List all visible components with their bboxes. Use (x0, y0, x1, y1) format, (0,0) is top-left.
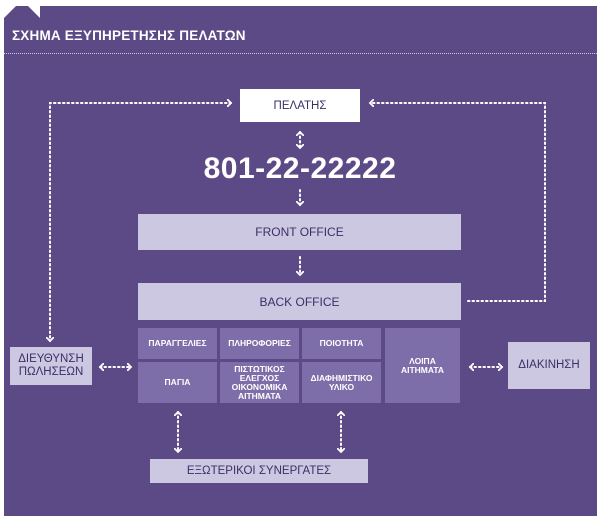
cell-advertising: ΔΙΑΦΗΜΙΣΤΙΚΟ ΥΛΙΚΟ (302, 362, 381, 403)
sales-management-box: ΔΙΕΥΘΥΝΣΗ ΠΩΛΗΣΕΩΝ (10, 347, 92, 385)
sales-management-line: ΠΩΛΗΣΕΩΝ (18, 366, 84, 378)
front-office-box: FRONT OFFICE (138, 214, 461, 250)
cell-other-requests: ΛΟΙΠΑ ΑΙΤΗΜΑΤΑ (385, 328, 460, 403)
cell-credit-line: ΟΙΚΟΝΟΜΙΚΑ (231, 381, 288, 392)
cell-credit-line: ΠΙΣΤΩΤΙΚΟΣ (234, 363, 285, 374)
cell-credit-line: ΑΙΤΗΜΑΤΑ (237, 390, 282, 401)
cell-credit-control: ΠΙΣΤΩΤΙΚΟΣ ΕΛΕΓΧΟΣ ΟΙΚΟΝΟΜΙΚΑ ΑΙΤΗΜΑΤΑ (220, 362, 299, 403)
cell-credit-line: ΕΛΕΓΧΟΣ (239, 372, 280, 383)
cell-advertising-line: ΔΙΑΦΗΜΙΣΤΙΚΟ (310, 372, 373, 383)
connector-back-customer (370, 103, 546, 302)
cell-other-line: ΑΙΤΗΜΑΤΑ (400, 364, 445, 375)
external-partners-box: ΕΞΩΤΕΡΙΚΟΙ ΣΥΝΕΡΓΑΤΕΣ (150, 459, 368, 483)
title-divider (4, 53, 597, 54)
sales-management-line: ΔΙΕΥΘΥΝΣΗ (18, 353, 84, 365)
phone-number: 801-22-22222 (203, 152, 397, 185)
customer-box: ΠΕΛΑΤΗΣ (240, 89, 360, 122)
diagram-title: ΣΧΗΜΑ ΕΞΥΠΗΡΕΤΗΣΗΣ ΠΕΛΑΤΩΝ (12, 28, 246, 43)
cell-information: ΠΛΗΡΟΦΟΡΙΕΣ (220, 328, 299, 359)
cell-advertising-line: ΥΛΙΚΟ (328, 381, 355, 392)
corner-notch (4, 6, 28, 18)
distribution-box: ΔΙΑΚΙΝΗΣΗ (508, 342, 590, 389)
connector-customer-sales (50, 103, 231, 341)
corner-notch (16, 6, 40, 18)
cell-orders: ΠΑΡΑΓΓΕΛΙΕΣ (138, 328, 217, 359)
cell-other-line: ΛΟΙΠΑ (409, 355, 436, 366)
cell-quality: ΠΟΙΟΤΗΤΑ (302, 328, 381, 359)
back-office-box: BACK OFFICE (138, 283, 461, 320)
cell-assets: ΠΑΓΙΑ (138, 362, 217, 403)
